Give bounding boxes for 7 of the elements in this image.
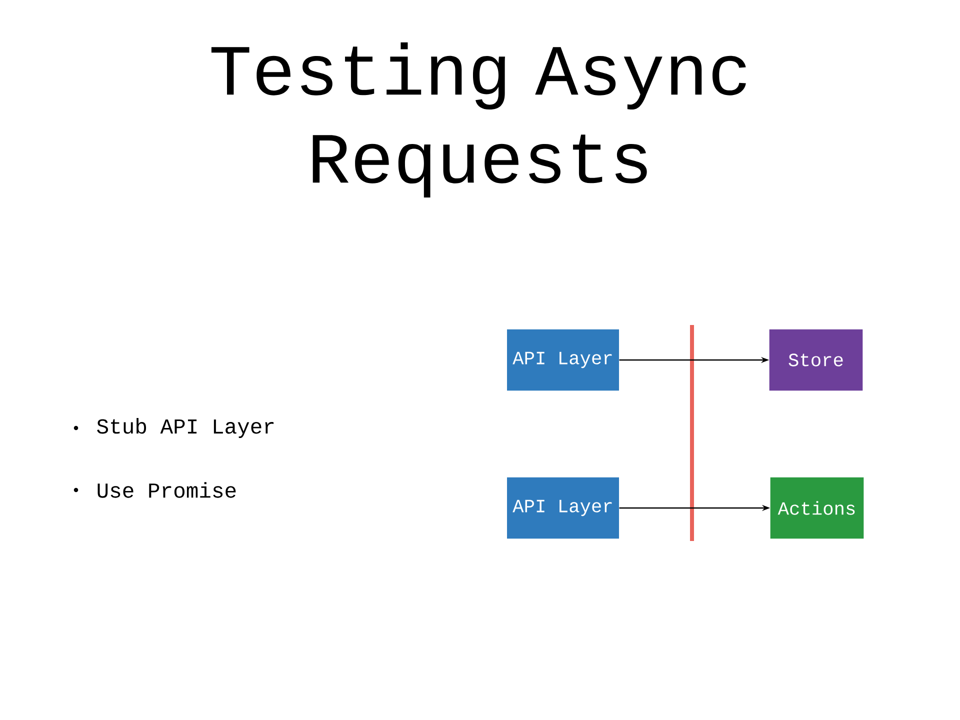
- bullet-text: Use Promise: [98, 482, 236, 498]
- process-box: API Layer: [507, 477, 619, 539]
- process-box: Actions: [770, 477, 864, 539]
- title: Testing Async Requests: [211, 42, 746, 198]
- process-box: API Layer: [507, 329, 619, 391]
- process-box: Store: [769, 329, 863, 391]
- bullet-text: Stub API Layer: [97, 418, 274, 438]
